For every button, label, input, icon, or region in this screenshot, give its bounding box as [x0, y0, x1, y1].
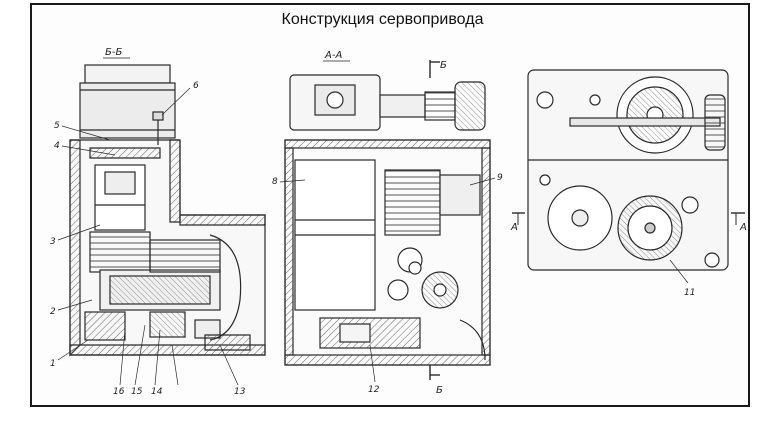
callout-13: 13	[234, 387, 246, 397]
cut-mark-a-left: А	[510, 222, 518, 233]
callout-9: 9	[497, 173, 503, 183]
callout-4: 4	[54, 141, 60, 151]
drawing-title: Конструкция сервопривода	[281, 11, 484, 28]
callout-14: 14	[151, 387, 163, 397]
callout-2: 2	[50, 307, 56, 317]
callout-1: 1	[50, 359, 56, 369]
callout-8: 8	[272, 177, 278, 187]
callout-15: 15	[131, 387, 143, 397]
callout-12: 12	[368, 385, 380, 395]
cut-mark-a-right: А	[739, 222, 747, 233]
section-label-a-a: А-А	[324, 50, 342, 61]
view-section-a-a	[279, 60, 496, 383]
callout-16: 16	[113, 387, 125, 397]
cut-mark-b-top: Б	[440, 60, 447, 71]
callout-11: 11	[684, 288, 695, 298]
callout-3: 3	[50, 237, 56, 247]
view-top	[512, 69, 745, 284]
section-label-b-b: Б-Б	[105, 47, 122, 58]
view-section-b-b	[57, 64, 266, 386]
cut-mark-b-bottom: Б	[436, 385, 443, 396]
callout-6: 6	[193, 81, 199, 91]
callout-5: 5	[54, 121, 60, 131]
